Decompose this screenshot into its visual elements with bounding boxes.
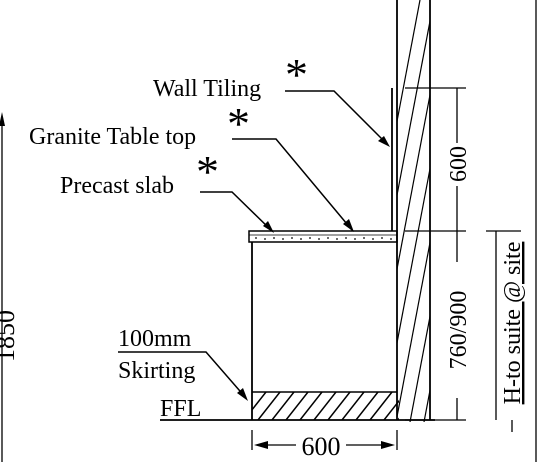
ffl-label: FFL	[160, 396, 201, 422]
counter-body	[251, 242, 397, 420]
hatch-line	[369, 392, 393, 420]
aggregate-dot	[300, 238, 302, 240]
counter-depth-text: 600	[302, 432, 341, 461]
aggregate-dot	[282, 238, 284, 240]
hatch-line	[409, 313, 430, 422]
aggregate-dot	[336, 238, 338, 240]
hatch-line	[299, 392, 323, 420]
hatch-line	[271, 392, 295, 420]
aggregate-dot	[318, 238, 320, 240]
precast-slab	[248, 230, 398, 243]
skirting-hatch	[252, 392, 399, 420]
hatch-line	[397, 239, 430, 420]
granite-top-label: Granite Table top	[29, 124, 196, 150]
precast-slab-asterisk: *	[196, 146, 219, 197]
aggregate-dot	[372, 238, 374, 240]
wall-tiling-asterisk: *	[285, 49, 308, 100]
hatch-line	[397, 0, 421, 125]
aggregate-dot	[291, 237, 293, 239]
overall-height-dimension: 1850	[0, 112, 20, 462]
wall-tiling-label: Wall Tiling	[153, 76, 261, 102]
aggregate-dot	[264, 238, 266, 240]
aggregate-dot	[354, 238, 356, 240]
hatch-line	[252, 392, 253, 394]
aggregate-dot	[309, 237, 311, 239]
site-note-dimension: H-to suite @ site	[486, 230, 526, 432]
counter-height-text: 760/900	[446, 291, 472, 370]
hatch-line	[313, 392, 337, 420]
precast-slab-label: Precast slab	[60, 173, 174, 199]
aggregate-dot	[381, 237, 383, 239]
height-dimensions: 600 760/900	[405, 87, 472, 421]
hatch-line	[252, 392, 267, 412]
slab-aggregate	[255, 237, 392, 240]
granite-top-asterisk: *	[227, 98, 250, 149]
aggregate-dot	[390, 238, 392, 240]
hatch-line	[257, 392, 281, 420]
hatch-line	[285, 392, 309, 420]
aggregate-dot	[345, 237, 347, 239]
skirting	[252, 392, 399, 420]
upper-height-text: 600	[446, 146, 472, 182]
hatch-line	[397, 91, 430, 273]
aggregate-dot	[255, 237, 257, 239]
aggregate-dot	[273, 237, 275, 239]
hatch-line	[327, 392, 351, 420]
skirting-label-line2: Skirting	[118, 358, 195, 384]
skirting-callout: 100mm Skirting	[118, 326, 248, 401]
hatch-line	[397, 17, 430, 199]
precast-slab-callout: Precast slab *	[60, 146, 274, 233]
granite-top-callout: Granite Table top *	[29, 98, 354, 232]
aggregate-dot	[327, 237, 329, 239]
hatch-line	[397, 165, 430, 347]
hatch-line	[383, 399, 399, 420]
wall-hatch	[397, 0, 430, 422]
wall	[396, 0, 431, 422]
site-note-text: H-to suite @ site	[500, 242, 526, 405]
aggregate-dot	[363, 237, 365, 239]
hatch-line	[341, 392, 365, 420]
wall-tiling-callout: Wall Tiling *	[153, 49, 390, 147]
depth-dimension: 600	[251, 430, 398, 461]
skirting-label-line1: 100mm	[118, 326, 192, 352]
overall-height-text: 1850	[0, 310, 20, 362]
hatch-line	[355, 392, 379, 420]
